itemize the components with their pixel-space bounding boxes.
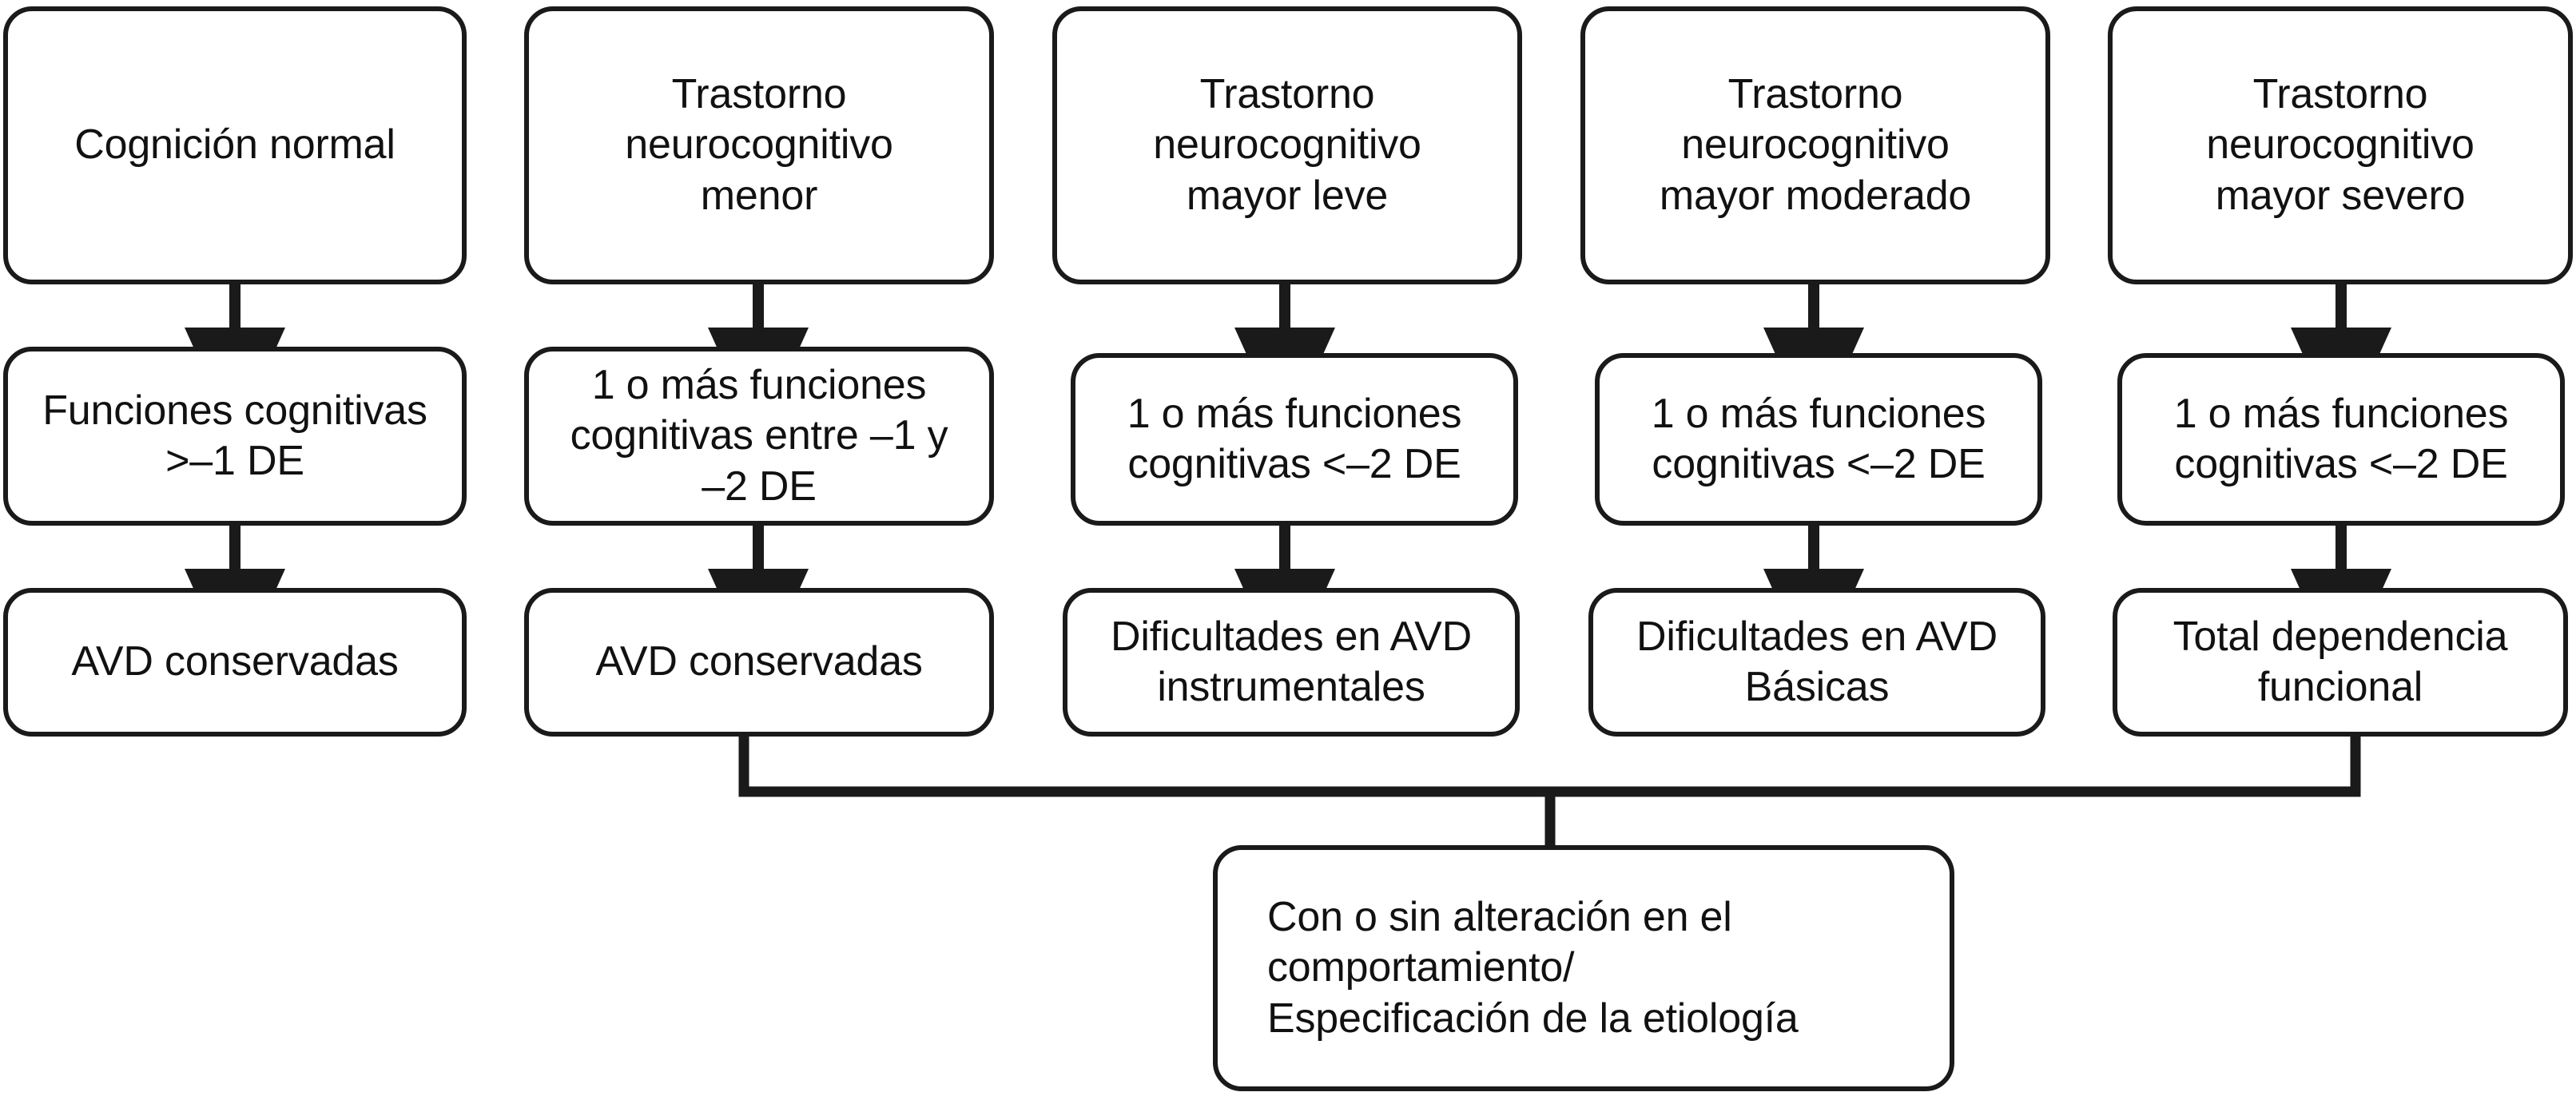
arrow-stage-to-cognition (185, 284, 2391, 439)
summary-connector-bracket (738, 730, 2361, 855)
summary-box[interactable]: Con o sin alteración en el comportamient… (1213, 845, 1954, 1091)
cognition-box-col-1[interactable]: Funciones cognitivas >–1 DE (3, 347, 467, 526)
stage-box-col-5[interactable]: Trastorno neurocognitivo mayor severo (2108, 6, 2573, 284)
cognition-box-col-4[interactable]: 1 o más funciones cognitivas <–2 DE (1595, 353, 2042, 526)
stage-box-col-4[interactable]: Trastorno neurocognitivo mayor moderado (1580, 6, 2050, 284)
function-box-col-3[interactable]: Dificultades en AVD instrumentales (1063, 588, 1520, 737)
function-box-col-5[interactable]: Total dependencia funcional (2113, 588, 2568, 737)
cognition-box-col-2[interactable]: 1 o más funciones cognitivas entre –1 y … (524, 347, 994, 526)
function-box-col-4[interactable]: Dificultades en AVD Básicas (1588, 588, 2045, 737)
stage-box-col-1[interactable]: Cognición normal (3, 6, 467, 284)
stage-box-col-3[interactable]: Trastorno neurocognitivo mayor leve (1052, 6, 1522, 284)
cognition-box-col-5[interactable]: 1 o más funciones cognitivas <–2 DE (2117, 353, 2565, 526)
function-box-col-1[interactable]: AVD conservadas (3, 588, 467, 737)
function-box-col-2[interactable]: AVD conservadas (524, 588, 994, 737)
arrow-cognition-to-function (185, 526, 2391, 681)
stage-box-col-2[interactable]: Trastorno neurocognitivo menor (524, 6, 994, 284)
cognition-box-col-3[interactable]: 1 o más funciones cognitivas <–2 DE (1071, 353, 1518, 526)
